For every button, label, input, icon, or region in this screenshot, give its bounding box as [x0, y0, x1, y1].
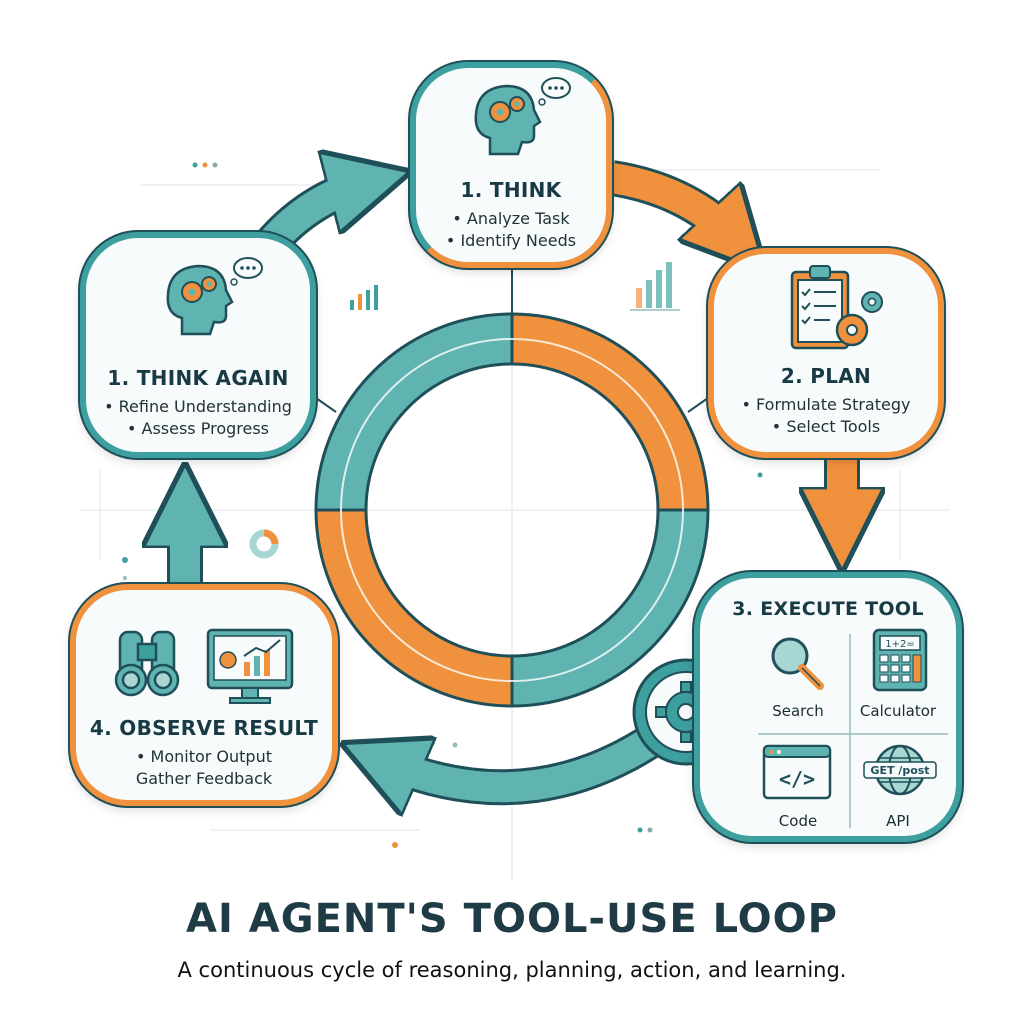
flow-arrows — [185, 178, 842, 787]
plan-bullet-2: • Select Tools — [771, 417, 881, 436]
plan-title: 2. PLAN — [780, 364, 872, 388]
clipboard-gears-icon — [790, 265, 883, 350]
node-think-again: 1. THINK AGAIN • Refine Understanding • … — [80, 232, 316, 458]
node-think: 1. THINK • Analyze Task • Identify Needs — [410, 62, 612, 268]
think-title: 1. THINK — [460, 178, 562, 202]
decorative-mini-chart — [350, 262, 680, 311]
think-bullet-2: • Identify Needs — [445, 231, 577, 250]
observe-bullet-2: Gather Feedback — [135, 769, 273, 788]
tool-grid-dividers — [758, 634, 948, 828]
head-gears-thought-icon — [474, 77, 571, 156]
decorative-dots — [122, 162, 763, 848]
ring-segment-top-left — [314, 312, 514, 512]
binoculars-monitor-icon — [114, 628, 294, 704]
head-gears-thought-icon — [166, 257, 263, 336]
diagram-title: AI AGENT'S TOOL-USE LOOP — [186, 896, 838, 942]
globe-api-icon: GET /post — [863, 744, 937, 796]
node-execute: 3. EXECUTE TOOL Search 1+2= Calculator <… — [694, 572, 962, 842]
observe-bullet-1: • Monitor Output — [135, 747, 272, 766]
execute-title: 3. EXECUTE TOOL — [732, 598, 924, 620]
magnifier-icon — [771, 637, 824, 690]
tool-label-search: Search — [772, 702, 824, 720]
think-again-bullet-1: • Refine Understanding — [104, 397, 292, 416]
tool-label-calculator: Calculator — [859, 702, 937, 720]
code-window-icon: </> — [762, 744, 832, 800]
diagram-subtitle: A continuous cycle of reasoning, plannin… — [177, 958, 847, 982]
api-badge: GET /post — [870, 764, 929, 777]
think-again-title: 1. THINK AGAIN — [107, 366, 289, 390]
plan-bullet-1: • Formulate Strategy — [741, 395, 911, 414]
observe-title: 4. OBSERVE RESULT — [89, 716, 319, 740]
node-plan: 2. PLAN • Formulate Strategy • Select To… — [708, 248, 944, 458]
tool-label-api: API — [886, 812, 910, 830]
decorative-donut — [249, 529, 279, 559]
calculator-icon: 1+2= — [872, 628, 928, 692]
ring-segment-bottom-left — [314, 508, 514, 708]
calculator-screen: 1+2= — [885, 639, 914, 650]
node-observe: 4. OBSERVE RESULT • Monitor Output Gathe… — [70, 584, 338, 806]
think-bullet-1: • Analyze Task — [452, 209, 570, 228]
think-again-bullet-2: • Assess Progress — [126, 419, 270, 438]
central-ring — [314, 312, 710, 708]
code-glyph: </> — [779, 767, 815, 791]
tool-label-code: Code — [778, 812, 818, 830]
ring-segment-top-right — [510, 312, 710, 512]
